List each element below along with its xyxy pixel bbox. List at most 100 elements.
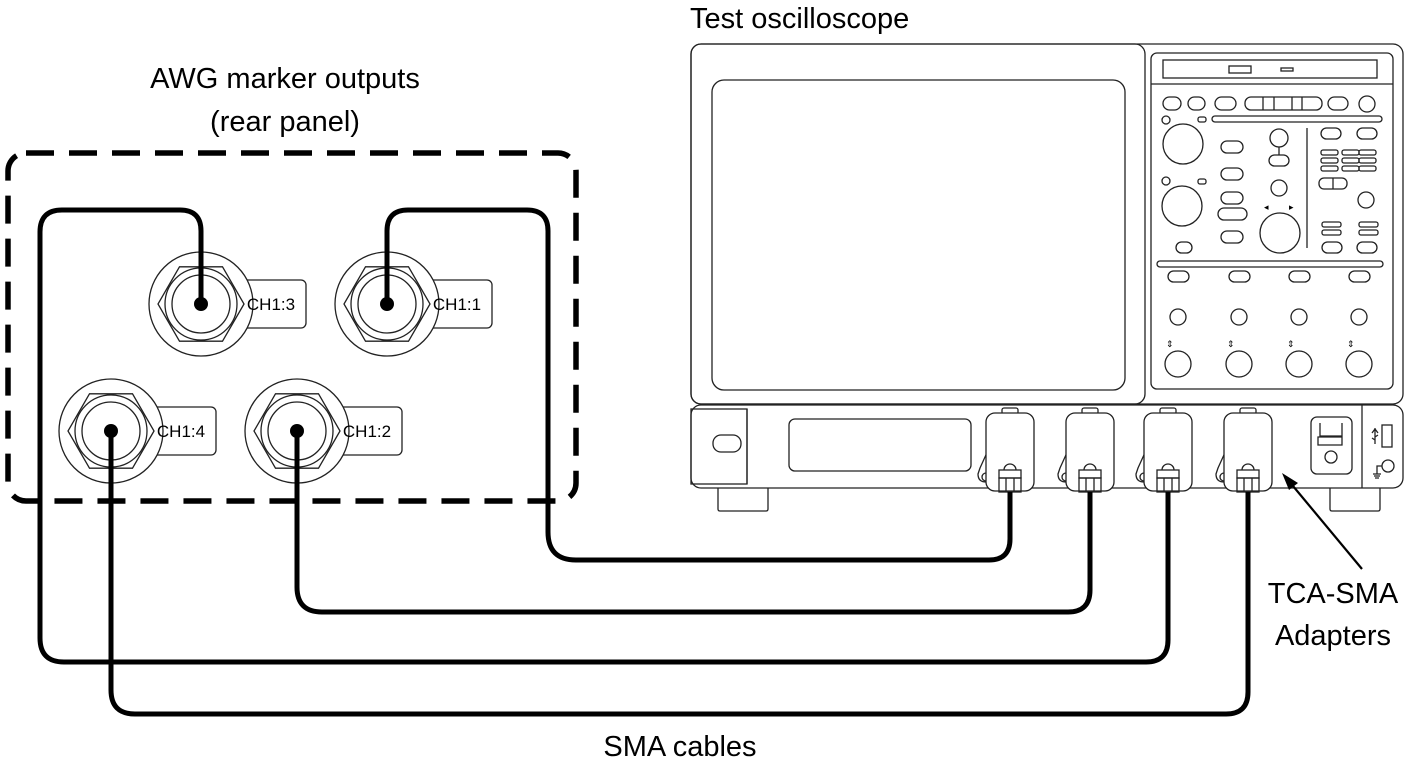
panel-key[interactable] bbox=[1321, 221, 1342, 228]
indicator[interactable] bbox=[1197, 116, 1207, 123]
sma-cable-group bbox=[37, 207, 1251, 717]
port-hex-nut bbox=[157, 266, 245, 342]
panel-key[interactable] bbox=[1341, 165, 1360, 172]
vertical-position-knob[interactable] bbox=[1162, 123, 1204, 165]
panel-button[interactable] bbox=[1220, 191, 1244, 205]
panel-key[interactable] bbox=[1358, 157, 1377, 164]
port-label: CH1:4 bbox=[157, 422, 205, 441]
menu-indicator-small bbox=[1280, 67, 1294, 72]
panel-button[interactable] bbox=[1187, 96, 1206, 111]
indicator-led[interactable] bbox=[1161, 115, 1171, 125]
sma-cable-ch1-2-to-input-2 bbox=[294, 431, 1093, 615]
channel-scale-knob-3[interactable] bbox=[1285, 350, 1313, 378]
channel-offset-knob-1[interactable] bbox=[1169, 308, 1187, 326]
ground-icon bbox=[1373, 459, 1395, 479]
panel-key[interactable] bbox=[1341, 149, 1360, 156]
adapter-group bbox=[977, 407, 1273, 493]
panel-button[interactable] bbox=[1214, 96, 1237, 111]
tca-sma-adapter-4[interactable] bbox=[1215, 407, 1273, 493]
panel-button[interactable] bbox=[1327, 96, 1349, 111]
channel-button-1[interactable] bbox=[1167, 270, 1190, 283]
probe-comp-connector-icon bbox=[1317, 423, 1343, 446]
panel-button[interactable] bbox=[1356, 241, 1378, 254]
channel-offset-knob-4[interactable] bbox=[1350, 308, 1368, 326]
svg-text:▸: ▸ bbox=[1289, 202, 1294, 212]
channel-button-3[interactable] bbox=[1288, 270, 1311, 283]
port-hex-nut bbox=[67, 393, 155, 469]
power-panel bbox=[690, 408, 748, 485]
panel-key[interactable] bbox=[1321, 229, 1342, 236]
probe-comp-terminal bbox=[1324, 450, 1338, 464]
awg-subtitle: (rear panel) bbox=[210, 106, 360, 138]
port-label: CH1:3 bbox=[247, 295, 295, 314]
svg-text:⇕: ⇕ bbox=[1166, 339, 1174, 349]
awg-rear-panel-boundary bbox=[5, 150, 579, 504]
awg-port-ch1-2[interactable]: CH1:2 bbox=[244, 378, 403, 484]
panel-button[interactable] bbox=[1217, 207, 1248, 221]
panel-knob-small[interactable] bbox=[1269, 128, 1289, 148]
tca-sma-adapter-3[interactable] bbox=[1135, 407, 1193, 493]
awg-title: AWG marker outputs bbox=[150, 63, 420, 95]
panel-button[interactable] bbox=[1268, 154, 1290, 167]
adapters-pointer-arrow bbox=[1282, 473, 1363, 570]
svg-text:⇕: ⇕ bbox=[1227, 339, 1235, 349]
panel-key[interactable] bbox=[1358, 165, 1377, 172]
panel-key[interactable] bbox=[1320, 165, 1339, 172]
awg-port-ch1-4[interactable]: CH1:4 bbox=[58, 378, 217, 484]
multipurpose-knob[interactable] bbox=[1259, 212, 1301, 254]
indicator[interactable] bbox=[1197, 178, 1207, 185]
sma-cable-ch1-4-to-input-4 bbox=[108, 431, 1251, 717]
panel-button[interactable] bbox=[1220, 230, 1244, 244]
indicator-led[interactable] bbox=[1161, 176, 1171, 186]
usb-icon bbox=[1371, 424, 1393, 448]
panel-key[interactable] bbox=[1358, 149, 1377, 156]
adapters-label-line2: Adapters bbox=[1275, 620, 1391, 652]
awg-port-ch1-3[interactable]: CH1:3 bbox=[148, 251, 307, 357]
panel-button[interactable] bbox=[1220, 140, 1244, 154]
panel-button-strip[interactable] bbox=[1244, 96, 1323, 111]
panel-key[interactable] bbox=[1358, 221, 1379, 228]
channel-offset-knob-3[interactable] bbox=[1290, 308, 1308, 326]
tca-sma-adapter-1[interactable] bbox=[977, 407, 1035, 493]
panel-key[interactable] bbox=[1320, 149, 1339, 156]
sma-cable-ch1-1-to-input-1 bbox=[384, 207, 1013, 563]
panel-knob-small[interactable] bbox=[1358, 95, 1376, 113]
front-drive-bay bbox=[788, 418, 972, 472]
panel-knob-small[interactable] bbox=[1270, 179, 1288, 197]
awg-port-ch1-1[interactable]: CH1:1 bbox=[334, 251, 493, 357]
panel-button[interactable] bbox=[1175, 241, 1193, 254]
panel-key[interactable] bbox=[1341, 157, 1360, 164]
panel-button[interactable] bbox=[1162, 96, 1182, 111]
channel-scale-knob-1[interactable] bbox=[1164, 350, 1192, 378]
panel-button[interactable] bbox=[1320, 127, 1342, 140]
adapter-body bbox=[1223, 412, 1273, 492]
panel-button[interactable] bbox=[1321, 241, 1343, 254]
channel-button-4[interactable] bbox=[1348, 270, 1371, 283]
panel-key[interactable] bbox=[1358, 229, 1379, 236]
vertical-scale-knob[interactable] bbox=[1161, 185, 1203, 227]
control-panel bbox=[1150, 52, 1394, 390]
panel-key[interactable] bbox=[1320, 157, 1339, 164]
channel-offset-knob-2[interactable] bbox=[1230, 308, 1248, 326]
foot-left bbox=[717, 488, 769, 512]
foot-right bbox=[1329, 488, 1381, 512]
adapter-body bbox=[1143, 412, 1193, 492]
svg-text:◂: ◂ bbox=[1264, 202, 1269, 212]
panel-button[interactable] bbox=[1220, 167, 1244, 181]
scope-upper-body bbox=[690, 43, 1404, 405]
probe-comp-port bbox=[1310, 416, 1353, 475]
panel-knob-small[interactable] bbox=[1357, 191, 1375, 209]
channel-button-2[interactable] bbox=[1228, 270, 1251, 283]
channel-scale-knob-4[interactable] bbox=[1345, 350, 1373, 378]
sma-cable-ch1-3-to-input-3 bbox=[37, 207, 1171, 665]
panel-button[interactable] bbox=[1356, 127, 1378, 140]
port-label: CH1:1 bbox=[433, 295, 481, 314]
power-button[interactable] bbox=[712, 434, 742, 453]
svg-text:⇕: ⇕ bbox=[1287, 339, 1295, 349]
oscilloscope: ◂ ▸ ⇕ ⇕ ⇕ ⇕ bbox=[690, 43, 1404, 512]
svg-text:⇕: ⇕ bbox=[1347, 339, 1355, 349]
panel-strip bbox=[1211, 115, 1383, 123]
channel-scale-knob-2[interactable] bbox=[1225, 350, 1253, 378]
tca-sma-adapter-2[interactable] bbox=[1057, 407, 1115, 493]
